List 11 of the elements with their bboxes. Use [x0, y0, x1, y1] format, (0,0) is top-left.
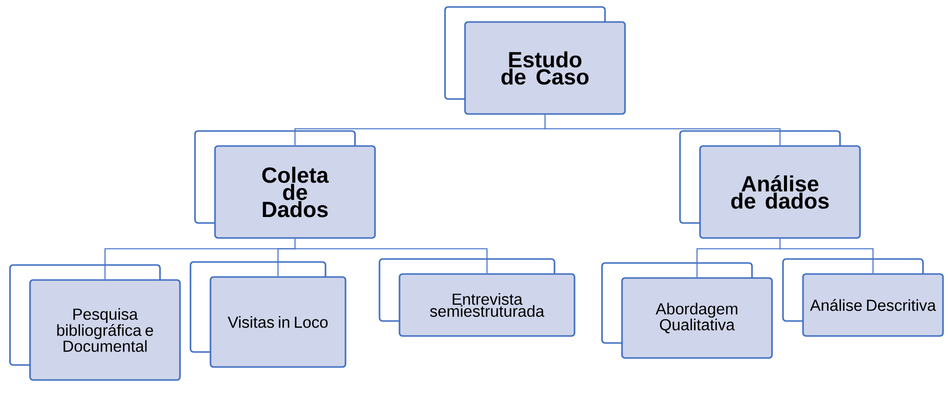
process-box: Abordagem Qualitativa — [601, 262, 773, 359]
process-box: Entrevista semiestruturada — [378, 258, 576, 337]
process-box: Visitas in Loco — [190, 261, 346, 368]
connector-line — [294, 238, 488, 274]
process-box: Análise de dados — [679, 130, 861, 239]
process-box: Estudo de Caso — [444, 6, 626, 115]
process-box: Coleta de Dados — [194, 130, 376, 239]
process-box: Análise Descritiva — [782, 258, 944, 337]
connector-line — [780, 238, 874, 274]
connector-line — [544, 114, 780, 146]
process-box: Pesquisa bibliográfica e Documental — [9, 264, 181, 381]
